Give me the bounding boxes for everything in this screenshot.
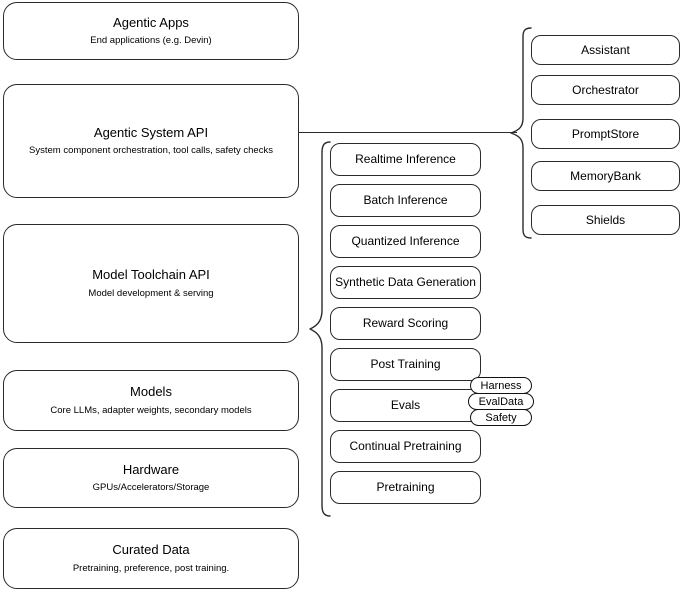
layer-box-models[interactable]: Models Core LLMs, adapter weights, secon… <box>3 370 299 431</box>
brace-toolchain-column <box>308 140 332 518</box>
evals-tag-label: EvalData <box>478 395 524 408</box>
capability-box-continual-pretraining[interactable]: Continual Pretraining <box>330 430 481 463</box>
evals-tag-label: Safety <box>485 411 517 424</box>
capability-box-batch-inference[interactable]: Batch Inference <box>330 184 481 217</box>
layer-box-curated-data[interactable]: Curated Data Pretraining, preference, po… <box>3 528 299 589</box>
capability-label: Post Training <box>370 357 441 371</box>
capability-label: Reward Scoring <box>362 316 449 330</box>
layer-subtitle: GPUs/Accelerators/Storage <box>92 482 210 494</box>
system-component-label: Orchestrator <box>572 82 639 97</box>
layer-box-agentic-apps[interactable]: Agentic Apps End applications (e.g. Devi… <box>3 2 299 60</box>
layer-title: Models <box>130 384 172 400</box>
layer-subtitle: System component orchestration, tool cal… <box>29 145 273 157</box>
evals-tag-safety[interactable]: Safety <box>470 409 532 426</box>
system-component-box-assistant[interactable]: Assistant <box>531 35 680 65</box>
system-component-label: Assistant <box>581 42 630 57</box>
layer-subtitle: Model development & serving <box>88 287 214 299</box>
capability-box-realtime-inference[interactable]: Realtime Inference <box>330 143 481 176</box>
evals-tag-evaldata[interactable]: EvalData <box>468 393 534 410</box>
layer-subtitle: Core LLMs, adapter weights, secondary mo… <box>50 404 252 416</box>
layer-subtitle: Pretraining, preference, post training. <box>72 562 230 574</box>
system-component-box-promptstore[interactable]: PromptStore <box>531 119 680 149</box>
layer-box-model-toolchain-api[interactable]: Model Toolchain API Model development & … <box>3 224 299 343</box>
system-component-label: Shields <box>585 212 626 227</box>
capability-label: Quantized Inference <box>351 234 460 248</box>
evals-tag-label: Harness <box>480 379 522 392</box>
connector-line-system-api <box>299 132 517 133</box>
layer-title: Model Toolchain API <box>92 267 210 283</box>
system-component-label: MemoryBank <box>570 168 641 183</box>
capability-label: Evals <box>390 398 421 412</box>
layer-box-agentic-system-api[interactable]: Agentic System API System component orch… <box>3 84 299 198</box>
capability-label: Batch Inference <box>363 193 448 207</box>
layer-title: Hardware <box>122 461 180 477</box>
capability-label: Synthetic Data Generation <box>335 275 476 289</box>
system-component-box-shields[interactable]: Shields <box>531 205 680 235</box>
system-component-box-memorybank[interactable]: MemoryBank <box>531 161 680 191</box>
layer-subtitle: End applications (e.g. Devin) <box>90 35 212 47</box>
capability-label: Pretraining <box>376 480 435 494</box>
capability-label: Realtime Inference <box>355 152 456 166</box>
capability-box-evals[interactable]: Evals <box>330 389 481 422</box>
system-component-label: PromptStore <box>571 126 640 141</box>
capability-box-synthetic-data-generation[interactable]: Synthetic Data Generation <box>330 266 481 299</box>
capability-label: Continual Pretraining <box>349 439 462 453</box>
brace-system-column <box>509 26 533 240</box>
layer-title: Curated Data <box>112 542 190 558</box>
layer-title: Agentic Apps <box>113 14 189 30</box>
capability-box-quantized-inference[interactable]: Quantized Inference <box>330 225 481 258</box>
layer-box-hardware[interactable]: Hardware GPUs/Accelerators/Storage <box>3 448 299 508</box>
system-component-box-orchestrator[interactable]: Orchestrator <box>531 75 680 105</box>
capability-box-post-training[interactable]: Post Training <box>330 348 481 381</box>
evals-tag-harness[interactable]: Harness <box>470 377 532 394</box>
capability-box-reward-scoring[interactable]: Reward Scoring <box>330 307 481 340</box>
layer-title: Agentic System API <box>93 124 209 140</box>
capability-box-pretraining[interactable]: Pretraining <box>330 471 481 504</box>
